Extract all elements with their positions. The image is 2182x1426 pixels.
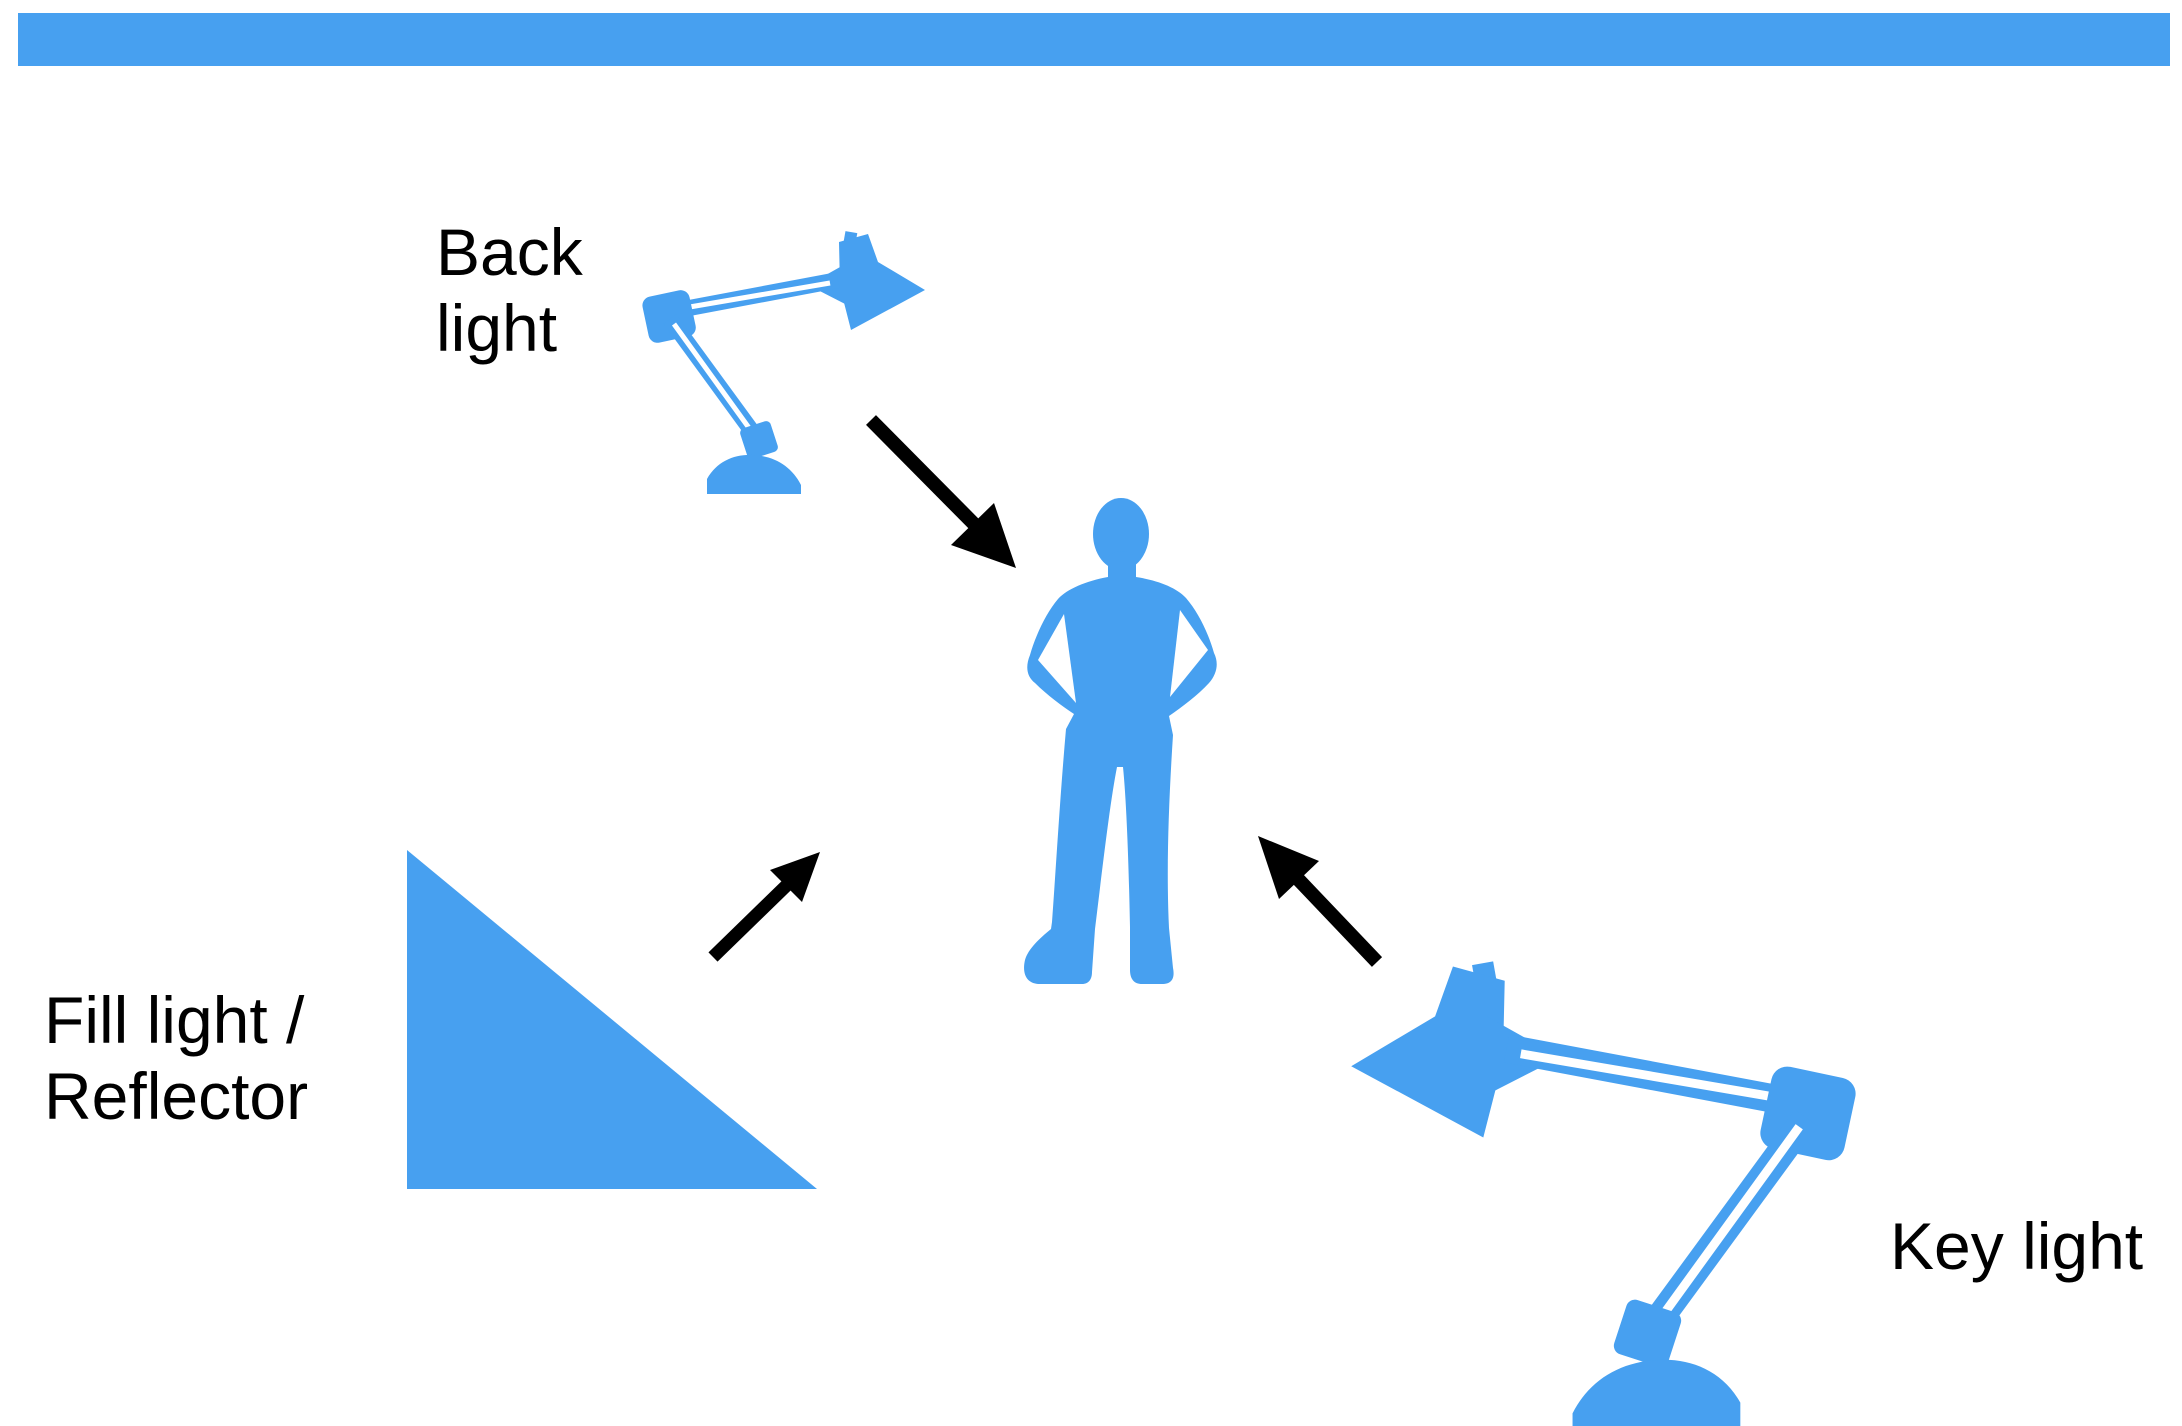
key-light-arrow bbox=[1258, 836, 1383, 967]
reflector-triangle bbox=[407, 850, 817, 1189]
back-light-label: Back light bbox=[436, 215, 583, 365]
key-light-label: Key light bbox=[1890, 1209, 2144, 1283]
fill-light-label: Fill light / Reflector bbox=[44, 983, 309, 1133]
backdrop-bar bbox=[18, 13, 2170, 66]
back-light-arrow bbox=[866, 415, 1016, 568]
person-silhouette-icon bbox=[1024, 498, 1217, 984]
key-light-lamp-icon bbox=[1351, 961, 1858, 1426]
fill-light-arrow bbox=[708, 852, 820, 962]
back-light-lamp-icon bbox=[641, 231, 925, 494]
